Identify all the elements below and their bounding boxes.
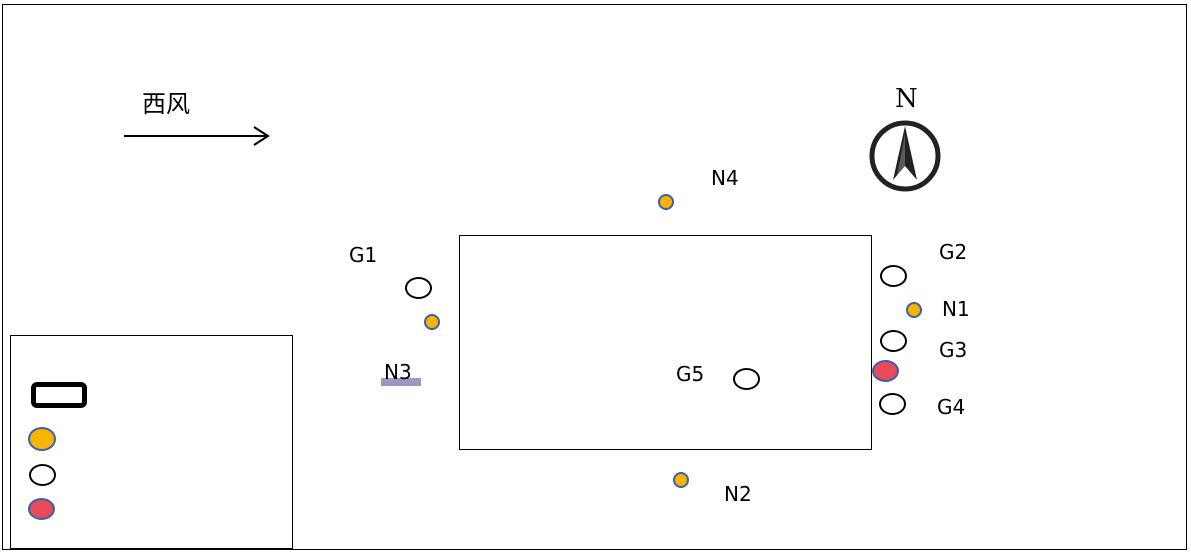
- label-g1: G1: [349, 243, 378, 267]
- label-g5: G5: [676, 362, 705, 386]
- label-n3: N3: [384, 360, 412, 384]
- label-n2: N2: [724, 482, 752, 506]
- gas-point-g3: [880, 330, 907, 352]
- legend-noise-point-symbol: [28, 427, 56, 451]
- label-g3: G3: [939, 338, 968, 362]
- diagram-frame: [2, 4, 1187, 550]
- north-letter: N: [895, 84, 918, 114]
- noise-point-n2: [673, 472, 689, 488]
- legend-building-symbol: [31, 382, 87, 408]
- noise-point-n1: [906, 302, 922, 318]
- n3-label-smudge: [381, 378, 421, 386]
- legend-gas-point-symbol: [29, 464, 56, 486]
- gas-point-g1: [405, 277, 432, 299]
- north-arrow-icon: [869, 120, 941, 192]
- legend-special-point-symbol: [28, 498, 55, 520]
- wind-direction-label: 西风: [142, 90, 190, 118]
- label-n4: N4: [711, 166, 739, 190]
- noise-point-n3: [424, 314, 440, 330]
- gas-point-g2: [880, 265, 907, 287]
- label-n1: N1: [942, 297, 970, 321]
- noise-point-n4: [658, 194, 674, 210]
- label-g2: G2: [939, 240, 968, 264]
- gas-point-g5: [733, 368, 760, 390]
- special-point: [872, 360, 899, 382]
- label-g4: G4: [937, 395, 966, 419]
- building-outline: [459, 235, 872, 450]
- legend-box: [10, 335, 293, 549]
- wind-arrow-icon: [124, 126, 270, 146]
- gas-point-g4: [879, 393, 906, 415]
